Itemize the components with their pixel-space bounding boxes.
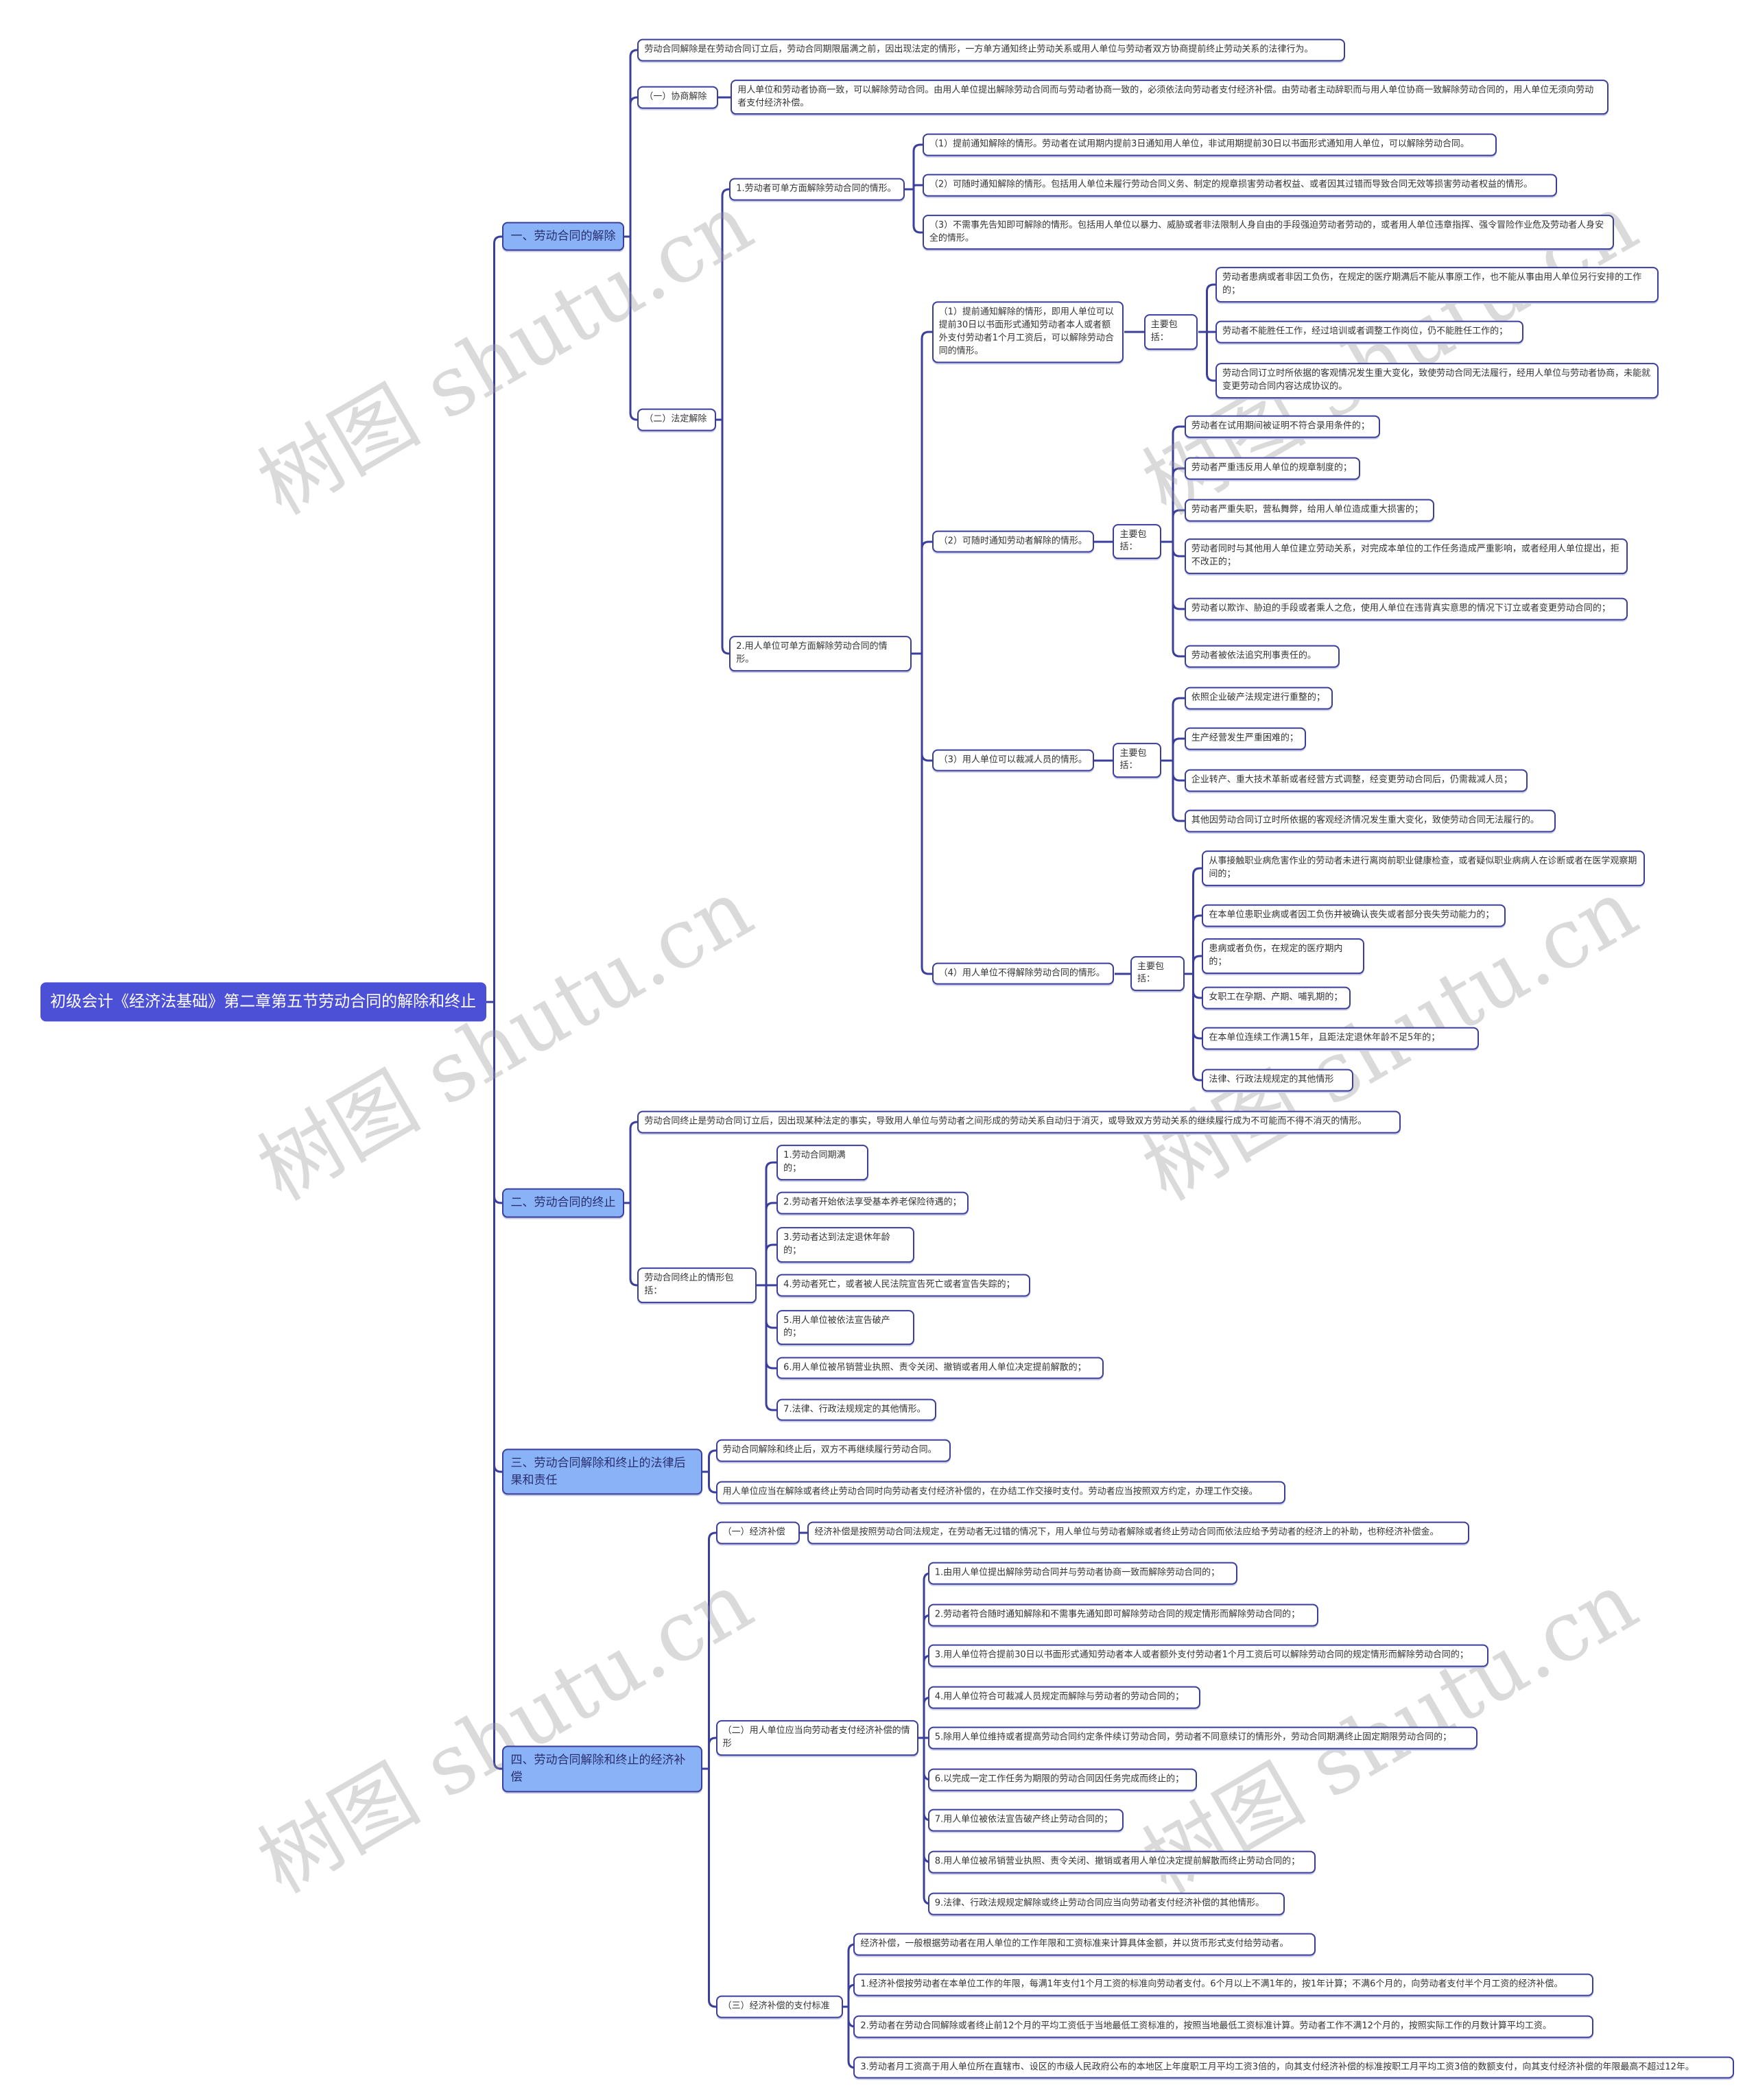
subtopic: 1.由用人单位提出解除劳动合同并与劳动者协商一致而解除劳动合同的；: [927, 1562, 1237, 1585]
connector-line: [1161, 737, 1185, 762]
subtopic: 2.劳动者开始依法享受基本养老保险待遇的；: [776, 1191, 969, 1215]
subtopic: （一）经济补偿: [715, 1521, 800, 1544]
connector-line: [486, 235, 502, 1003]
subtopic: 企业转产、重大技术革新或者经营方式调整，经变更劳动合同后，仍需裁减人员；: [1184, 769, 1528, 792]
connector-line: [702, 1449, 716, 1473]
connector-line: [912, 540, 932, 655]
subtopic: （一）协商解除: [637, 86, 719, 109]
connector-line: [1185, 973, 1202, 1082]
subtopic: 在本单位患职业病或者因工负伤并被确认丧失或者部分丧失劳动能力的；: [1202, 904, 1506, 927]
subtopic: 劳动者严重违反用人单位的规章制度的；: [1184, 457, 1360, 480]
subtopic: 生产经营发生严重困难的；: [1184, 727, 1307, 750]
subtopic: 3.劳动者月工资高于用人单位所在直辖市、设区的市级人民政府公布的本地区上年度职工…: [853, 2056, 1735, 2079]
subtopic: 7.用人单位被依法宣告破产终止劳动合同的；: [927, 1809, 1124, 1832]
subtopic: 2.用人单位可单方面解除劳动合同的情形。: [729, 636, 912, 671]
subtopic: 劳动合同订立时所依据的客观情况发生重大变化，致使劳动合同无法履行，经用人单位与劳…: [1215, 363, 1659, 399]
connector-line: [905, 143, 923, 191]
subtopic: 主要包括：: [1113, 523, 1162, 560]
subtopic: （3）不需事先告知即可解除的情形。包括用人单位以暴力、威胁或者非法限制人身自由的…: [922, 214, 1614, 250]
subtopic: 劳动者严重失职，营私舞弊，给用人单位造成重大损害的；: [1184, 499, 1435, 522]
subtopic: （4）用人单位不得解除劳动合同的情形。: [932, 962, 1115, 986]
subtopic: 经济补偿，一般根据劳动者在用人单位的工作年限和工资标准来计算具体金额，并以货币形…: [853, 1933, 1316, 1956]
subtopic: 2.劳动者在劳动合同解除或者终止前12个月的平均工资低于当地最低工资标准的，按照…: [853, 2016, 1594, 2038]
connector-line: [702, 1470, 716, 1494]
subtopic: 主要包括：: [1113, 742, 1162, 778]
subtopic: 7.法律、行政法规规定的其他情形。: [776, 1398, 936, 1422]
subtopic: 劳动者以欺诈、胁迫的手段或者乘人之危，使用人单位在违背真实意思的情况下订立或者变…: [1184, 597, 1628, 621]
subtopic: （1）提前通知解除的情形。劳动者在试用期内提前3日通知用人单位，非试用期提前30…: [922, 133, 1497, 156]
subtopic: 4.劳动者死亡，或者被人民法院宣告死亡或者宣告失踪的；: [776, 1274, 1031, 1297]
subtopic: 法律、行政法规规定的其他情形: [1202, 1069, 1353, 1092]
main-topic: 四、劳动合同解除和终止的经济补偿: [502, 1745, 702, 1793]
connector-line: [702, 1737, 716, 1770]
subtopic: 患病或者负伤，在规定的医疗期内的；: [1202, 938, 1364, 974]
connector-line: [624, 96, 638, 238]
connector-line: [624, 1121, 638, 1204]
connector-line: [624, 1202, 638, 1287]
subtopic: 劳动合同解除是在劳动合同订立后，劳动合同期限届满之前，因出现法定的情形，一方单方…: [637, 38, 1346, 62]
subtopic: 劳动合同终止的情形包括：: [637, 1267, 757, 1304]
connector-line: [1198, 331, 1215, 382]
subtopic: 用人单位应当在解除或者终止劳动合同时向劳动者支付经济补偿的，在办结工作交接时支付…: [715, 1481, 1286, 1504]
connector-line: [624, 235, 638, 421]
connector-line: [715, 188, 730, 421]
connector-line: [1161, 540, 1185, 658]
subtopic: （三）经济补偿的支付标准: [715, 1995, 843, 2018]
subtopic: （二）法定解除: [637, 408, 716, 431]
connector-line: [486, 1001, 502, 1770]
subtopic: 女职工在孕期、产期、哺乳期的；: [1202, 986, 1351, 1010]
connector-line: [702, 1531, 716, 1770]
subtopic: 劳动者同时与其他用人单位建立劳动关系，对完成本单位的工作任务造成严重影响，或者经…: [1184, 538, 1628, 575]
subtopic: 劳动者患病或者非因工负伤，在规定的医疗期满后不能从事原工作，也不能从事由用人单位…: [1215, 267, 1659, 303]
connector-line: [1185, 955, 1202, 975]
subtopic: 劳动合同解除和终止后，双方不再继续履行劳动合同。: [715, 1439, 951, 1462]
subtopic: 劳动者不能胜任工作，经过培训或者调整工作岗位，仍不能胜任工作的；: [1215, 320, 1524, 344]
subtopic: （1）提前通知解除的情形，即用人单位可以提前30日以书面形式通知劳动者本人或者额…: [932, 301, 1124, 363]
subtopic: 8.用人单位被吊销营业执照、责令关闭、撤销或者用人单位决定提前解散而终止劳动合同…: [927, 1850, 1316, 1874]
connector-line: [1198, 283, 1215, 333]
subtopic: 其他因劳动合同订立时所依据的客观经济情况发生重大变化，致使劳动合同无法履行的。: [1184, 809, 1556, 833]
subtopic: 经济补偿是按照劳动合同法规定，在劳动者无过错的情况下，用人单位与劳动者解除或者终…: [807, 1521, 1470, 1544]
connector-line: [1185, 914, 1202, 975]
subtopic: 主要包括：: [1143, 314, 1198, 350]
connector-line: [756, 1243, 776, 1287]
subtopic: 3.用人单位符合提前30日以书面形式通知劳动者本人或者额外支付劳动者1个月工资后…: [927, 1644, 1488, 1667]
connector-line: [905, 188, 923, 234]
connector-line: [702, 1767, 716, 2008]
subtopic: （3）用人单位可以裁减人员的情形。: [932, 749, 1094, 772]
subtopic: 3.劳动者达到法定退休年龄的；: [776, 1227, 914, 1263]
subtopic: 1.劳动者可单方面解除劳动合同的情形。: [729, 178, 905, 201]
subtopic: 9.法律、行政法规规定解除或终止劳动合同应当向劳动者支付经济补偿的其他情形。: [927, 1892, 1285, 1916]
subtopic: 在本单位连续工作满15年，且距法定退休年龄不足5年的；: [1202, 1027, 1480, 1050]
subtopic: 从事接触职业病危害作业的劳动者未进行离岗前职业健康检查，或者疑似职业病病人在诊断…: [1202, 850, 1646, 886]
subtopic: 劳动合同终止是劳动合同订立后，因出现某种法定的事实，导致用人单位与劳动者之间形成…: [637, 1110, 1401, 1134]
subtopic: 5.用人单位被依法宣告破产的；: [776, 1309, 914, 1346]
connector-line: [756, 1284, 776, 1411]
connector-line: [715, 418, 730, 655]
subtopic: 6.用人单位被吊销营业执照、责令关闭、撤销或者用人单位决定提前解散的；: [776, 1357, 1104, 1380]
connector-line: [912, 652, 932, 975]
subtopic: 依照企业破产法规定进行重整的；: [1184, 687, 1333, 710]
subtopic: 5.除用人单位维持或者提高劳动合同约定条件续订劳动合同，劳动者不同意续订的情形外…: [927, 1726, 1478, 1750]
subtopic: 主要包括：: [1130, 955, 1185, 992]
subtopic: 劳动者被依法追究刑事责任的。: [1184, 645, 1340, 668]
connector-line: [1161, 509, 1185, 543]
subtopic: 用人单位和劳动者协商一致，可以解除劳动合同。由用人单位提出解除劳动合同而与劳动者…: [731, 79, 1609, 115]
connector-line: [1161, 759, 1185, 822]
subtopic: 1.经济补偿按劳动者在本单位工作的年限，每满1年支付1个月工资的标准向劳动者支付…: [853, 1974, 1594, 1996]
subtopic: （2）可随时通知解除的情形。包括用人单位未履行劳动合同义务、制定的规章损害劳动者…: [922, 174, 1558, 197]
subtopic: 1.劳动合同期满的；: [776, 1145, 869, 1181]
subtopic: （2）可随时通知劳动者解除的情形。: [932, 530, 1094, 553]
subtopic: （二）用人单位应当向劳动者支付经济补偿的情形: [715, 1720, 918, 1756]
subtopic: 2.劳动者符合随时通知解除和不需事先通知即可解除劳动合同的规定情形而解除劳动合同…: [927, 1603, 1318, 1627]
main-topic: 一、劳动合同的解除: [502, 222, 624, 251]
main-topic: 三、劳动合同解除和终止的法律后果和责任: [502, 1448, 702, 1495]
subtopic: 4.用人单位符合可裁减人员规定而解除与劳动者的劳动合同的；: [927, 1686, 1201, 1709]
main-topic: 二、劳动合同的终止: [502, 1189, 624, 1218]
root-topic: 初级会计《经济法基础》第二章第五节劳动合同的解除和终止: [40, 982, 486, 1022]
subtopic: 6.以完成一定工作任务为期限的劳动合同因任务完成而终止的；: [927, 1768, 1197, 1791]
subtopic: 劳动者在试用期间被证明不符合录用条件的；: [1184, 415, 1381, 438]
